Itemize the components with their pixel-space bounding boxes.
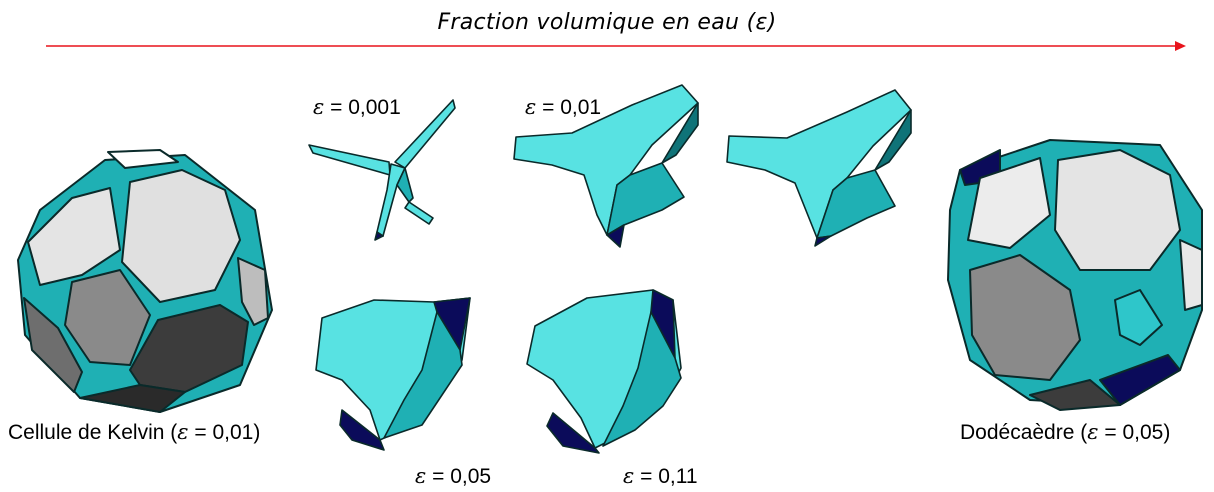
label-kelvin-cell: Cellule de Kelvin (ε = 0,01) <box>8 420 260 445</box>
strut-figure-third <box>725 88 915 248</box>
epsilon-symbol: ε <box>1087 420 1098 444</box>
label-prefix: Dodécaèdre ( <box>960 421 1087 444</box>
label-value: = 0,01) <box>194 421 260 444</box>
label-prefix: Cellule de Kelvin ( <box>8 421 177 444</box>
label-eps-005: ε = 0,05 <box>415 464 491 489</box>
node-figure-005 <box>312 290 482 450</box>
label-value: = 0,01 <box>542 96 601 119</box>
epsilon-symbol: ε <box>623 464 634 488</box>
node-figure-011 <box>523 288 703 453</box>
label-value: = 0,05 <box>432 465 491 488</box>
strut-figure-0001 <box>305 100 460 245</box>
label-eps-0001: ε = 0,001 <box>313 95 401 120</box>
epsilon-symbol: ε <box>177 420 188 444</box>
label-eps-011: ε = 0,11 <box>623 464 698 489</box>
epsilon-symbol: ε <box>313 95 324 119</box>
label-value: = 0,11 <box>640 465 697 488</box>
epsilon-symbol: ε <box>525 95 536 119</box>
label-value: = 0,001 <box>330 96 401 119</box>
label-value: = 0,05) <box>1104 421 1170 444</box>
epsilon-symbol: ε <box>415 464 426 488</box>
kelvin-cell-figure <box>10 150 280 415</box>
label-dodecahedron: Dodécaèdre (ε = 0,05) <box>960 420 1170 445</box>
dodecahedron-figure <box>940 130 1210 415</box>
volume-fraction-arrow <box>0 0 1214 60</box>
label-eps-001: ε = 0,01 <box>525 95 601 120</box>
